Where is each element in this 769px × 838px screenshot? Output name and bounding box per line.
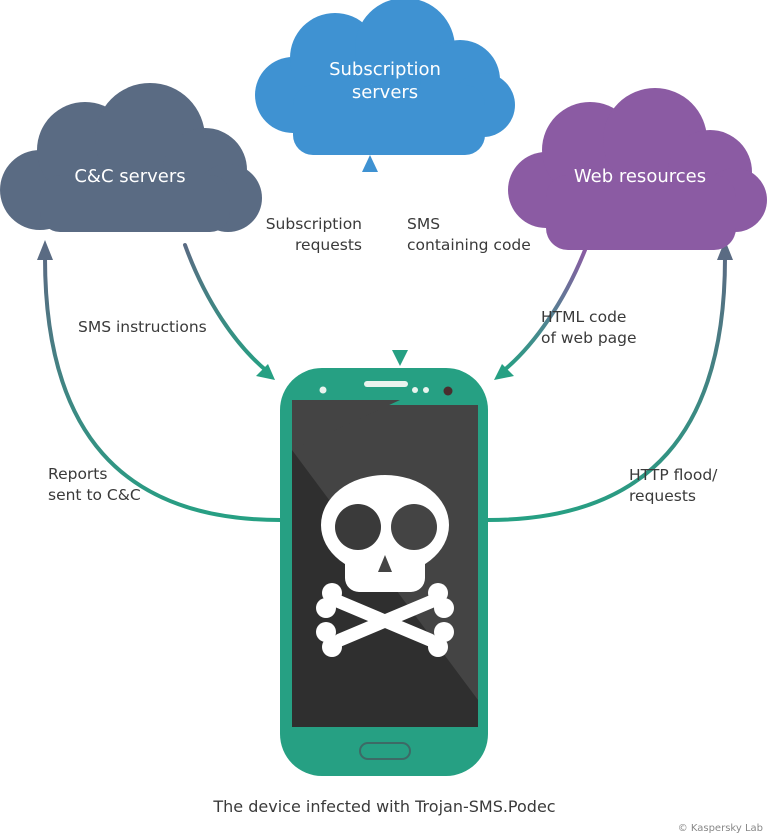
arrowhead-icon: [362, 155, 378, 172]
arrowhead-icon: [717, 240, 733, 260]
home-button: [359, 742, 411, 760]
arrow-html-code: [500, 248, 587, 374]
subscription-servers-label: Subscription servers: [329, 59, 441, 103]
arrowhead-icon: [37, 240, 53, 260]
skull-crossbones-icon: [316, 475, 454, 657]
caption: The device infected with Trojan-SMS.Pode…: [213, 797, 556, 816]
html-code-label: HTML code of web page: [541, 308, 637, 347]
infected-phone: [280, 368, 488, 776]
arrowhead-icon: [256, 364, 275, 380]
arrow-sms-instructions: [183, 243, 270, 374]
cloud-web-resources-icon: [508, 88, 767, 250]
http-flood-label: HTTP flood/ requests: [629, 466, 718, 505]
cloud-cc-servers-icon: [0, 83, 262, 232]
arrowhead-icon: [392, 350, 408, 366]
arrow-reports: [43, 256, 282, 522]
arrowhead-icon: [494, 364, 514, 380]
sms-code-label: SMS containing code: [407, 215, 531, 254]
reports-label: Reports sent to C&C: [48, 465, 141, 504]
subscription-requests-label: Subscription requests: [265, 215, 362, 254]
cloud-subscription-servers-icon: [255, 0, 515, 155]
web-resources-label: Web resources: [573, 166, 707, 187]
sms-instructions-label: SMS instructions: [78, 318, 207, 336]
arrow-http-flood: [486, 256, 727, 522]
cc-servers-label: C&C servers: [74, 166, 186, 187]
copyright: © Kaspersky Lab: [677, 823, 763, 834]
